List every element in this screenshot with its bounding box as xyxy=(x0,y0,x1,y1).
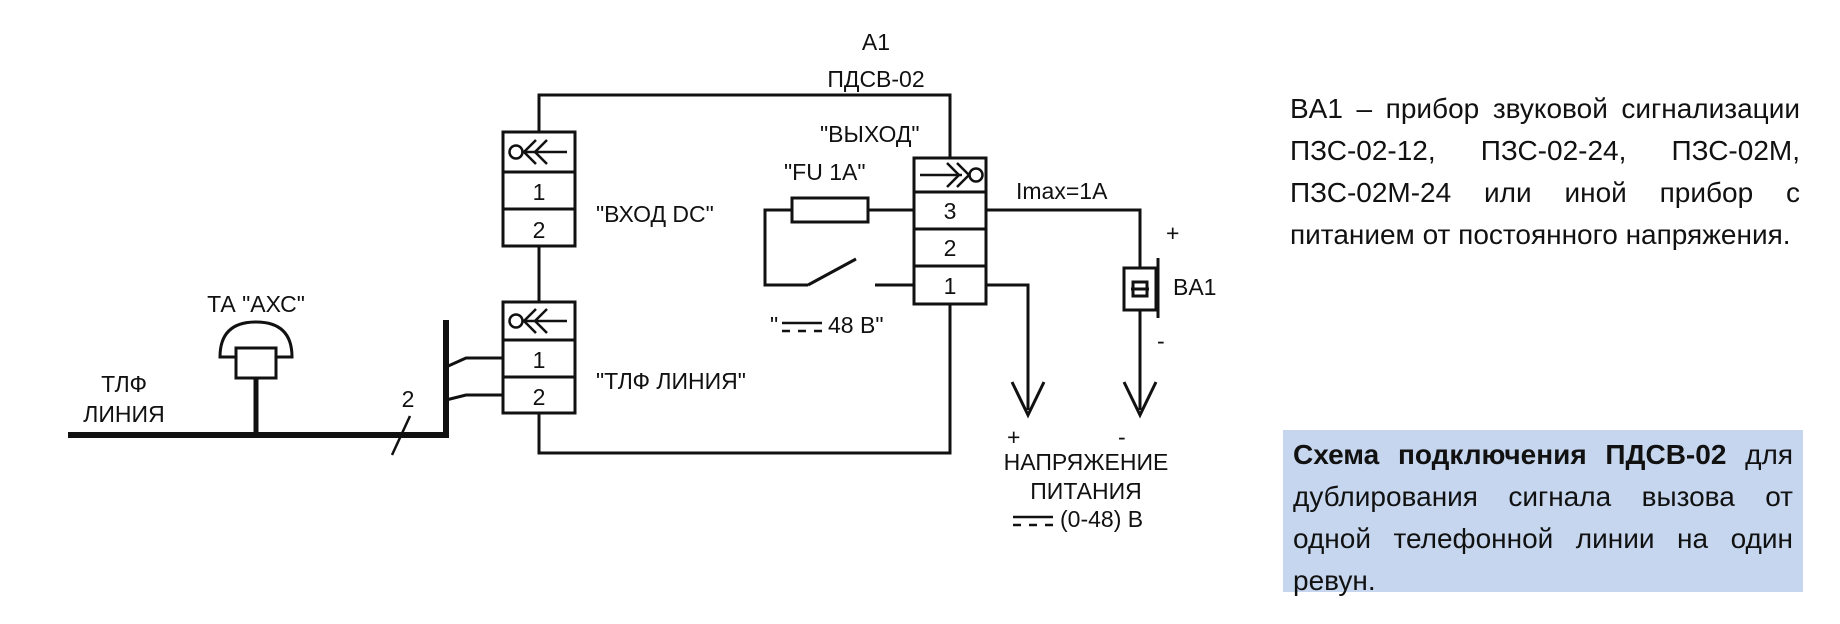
tlf-pin-1: 1 xyxy=(533,347,546,373)
line-label-2: ЛИНИЯ xyxy=(83,401,164,427)
device-ref: A1 xyxy=(862,29,890,55)
enclosure-bottom-wire xyxy=(537,304,952,455)
enclosure-top-wire xyxy=(537,93,952,158)
relay-label-quote: " xyxy=(770,312,778,338)
supply-minus-arrow xyxy=(1122,381,1158,419)
ba1-description-ref: BA1 xyxy=(1290,93,1343,124)
output-label: "ВЫХОД" xyxy=(820,121,920,147)
ba1-minus: - xyxy=(1157,328,1165,354)
caption-text: для дублирования сигнала вызова от одной… xyxy=(1293,439,1793,596)
input-socket-icon xyxy=(508,139,567,165)
device-model: ПДСВ-02 xyxy=(827,66,924,92)
imax-label: Imax=1A xyxy=(1016,178,1108,204)
output-pin-3: 3 xyxy=(944,198,957,224)
relay-label-value: 48 В" xyxy=(828,312,883,338)
wire-count-slash xyxy=(390,415,412,456)
supply-range: (0-48) В xyxy=(1060,506,1143,532)
ba1-description: BA1 – прибор звуковой сигнализации ПЗС-0… xyxy=(1290,88,1800,256)
tlf-socket-icon xyxy=(508,308,567,334)
input-pin-2: 2 xyxy=(533,217,546,243)
ba1-description-text: – прибор звуковой сигнализации ПЗС-02-12… xyxy=(1290,93,1801,250)
input-pin-1: 1 xyxy=(533,179,546,205)
connection-diagram: A1 ПДСВ-02 1 2 "ВХОД DC" 1 2 "ТЛФ ЛИНИЯ"… xyxy=(68,29,1216,532)
fuse-symbol xyxy=(790,196,870,224)
fuse-label: "FU 1A" xyxy=(784,159,866,185)
supply-label-2: ПИТАНИЯ xyxy=(1030,478,1141,504)
supply-minus: - xyxy=(1118,424,1126,450)
output-pin-2: 2 xyxy=(944,235,957,261)
phone-body xyxy=(234,346,278,380)
tlf-line-connector-label: "ТЛФ ЛИНИЯ" xyxy=(596,368,746,394)
output-plug-icon xyxy=(920,162,984,188)
diagram-caption: Схема подключения ПДСВ-02 для дублирован… xyxy=(1283,430,1803,596)
supply-plus: + xyxy=(1007,424,1020,450)
ba1-plus: + xyxy=(1166,220,1179,246)
ba1-ref: BA1 xyxy=(1173,274,1216,300)
output-pin-1: 1 xyxy=(944,273,957,299)
dc-symbol-icon xyxy=(782,321,822,333)
supply-label-1: НАПРЯЖЕНИЕ xyxy=(1004,449,1169,475)
tlf-pin-2: 2 xyxy=(533,384,546,410)
line-label-1: ТЛФ xyxy=(101,371,147,397)
input-dc-label: "ВХОД DC" xyxy=(596,201,714,227)
wire-count: 2 xyxy=(402,386,415,412)
caption-title: Схема подключения ПДСВ-02 xyxy=(1293,439,1727,470)
supply-plus-arrow xyxy=(1010,381,1046,419)
phone-label: ТА "АХС" xyxy=(207,291,305,317)
supply-dc-symbol-icon xyxy=(1013,515,1053,527)
relay-contact xyxy=(807,257,857,287)
